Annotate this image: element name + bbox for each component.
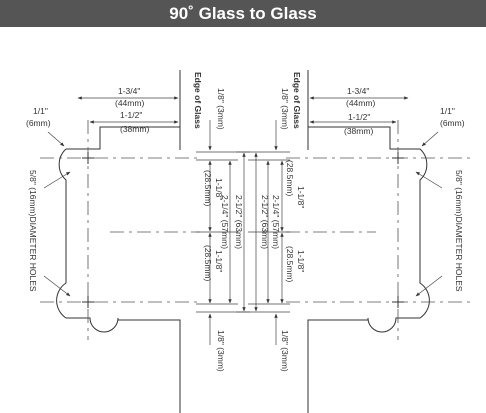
right-38mm-label: (38mm) xyxy=(344,126,373,136)
right-holes-leader-top xyxy=(415,171,443,189)
right-bracket-outline xyxy=(307,70,430,413)
right-1-1-8-bot-label: 1-1/8" xyxy=(296,250,306,272)
edge-of-glass-left: Edge of Glass xyxy=(193,72,203,129)
right-6mm-label: (6mm) xyxy=(440,118,465,128)
right-28-5-bot-label: (28.5mm) xyxy=(285,246,295,283)
left-6mm-label: (6mm) xyxy=(26,118,51,128)
right-28-5-top-label: (28.5mm) xyxy=(285,160,295,197)
left-bracket-outline xyxy=(56,70,181,413)
title-bar: 90˚ Glass to Glass xyxy=(0,0,486,27)
right-3mm-bot-label: 1/8" (3mm) xyxy=(280,330,290,372)
right-1-1-leader xyxy=(421,131,439,147)
left-1-1-leader xyxy=(47,131,65,147)
right-1-3-4-label: 1-3/4" xyxy=(347,86,369,96)
left-hole-crosses xyxy=(82,152,94,308)
left-1-1-8-bot-label: 1-1/8" xyxy=(214,250,224,272)
left-44mm-label: (44mm) xyxy=(115,98,144,108)
left-1-1-2-label: 1-1/2" xyxy=(120,110,142,120)
right-1-1-8-top-label: 1-1/8" xyxy=(296,186,306,208)
left-3mm-bot-label: 1/8" (3mm) xyxy=(216,330,226,372)
right-1-1-2-label: 1-1/2" xyxy=(348,112,370,122)
diagram-title: 90˚ Glass to Glass xyxy=(169,3,317,23)
right-hole-crosses xyxy=(392,152,404,308)
left-63mm-label: 2-1/2" (63mm) xyxy=(234,195,244,249)
right-44mm-label: (44mm) xyxy=(346,98,375,108)
left-holes-label: 5/8" (16mm)DIAMETER HOLES xyxy=(28,170,38,292)
left-57mm-label: 2-1/4" (57mm) xyxy=(220,195,230,249)
right-57mm-label: 2-1/4" (57mm) xyxy=(271,195,281,249)
left-holes-leader-top xyxy=(43,171,71,189)
left-1-1-label: 1/1" xyxy=(33,106,48,116)
left-28-5-bot-label: (28.5mm) xyxy=(203,245,213,282)
right-63mm-label: 2-1/2" (63mm) xyxy=(260,195,270,249)
left-1-1-8-top-label: 1-1/8" xyxy=(214,178,224,200)
left-38mm-label: (38mm) xyxy=(120,124,149,134)
left-holes-leader-bottom xyxy=(43,275,71,297)
right-3mm-top-label: 1/8" (3mm) xyxy=(280,88,290,130)
left-3mm-top-label: 1/8" (3mm) xyxy=(216,88,226,130)
right-holes-leader-bottom xyxy=(415,275,443,297)
edge-of-glass-right: Edge of Glass xyxy=(292,72,302,129)
left-28-5-top-label: (28.5mm) xyxy=(203,170,213,207)
right-1-1-label: 1/1" xyxy=(440,106,455,116)
left-1-3-4-label: 1-3/4" xyxy=(118,86,140,96)
right-holes-label: 5/8" (16mm)DIAMETER HOLES xyxy=(454,170,464,292)
